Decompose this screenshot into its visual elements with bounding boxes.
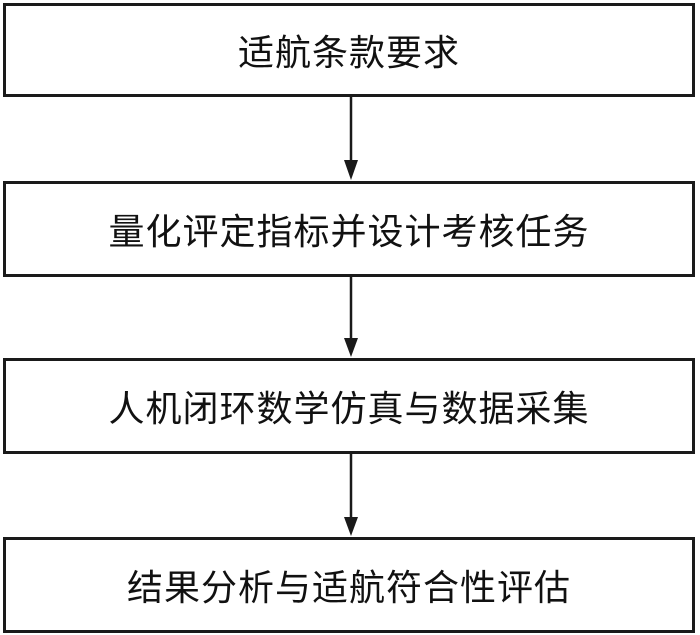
flow-step-quantify-metrics-and-design-tasks: 量化评定指标并设计考核任务 [3, 181, 695, 277]
arrow-3-to-4 [344, 454, 358, 536]
arrow-1-to-2 [344, 97, 358, 180]
flow-step-label: 结果分析与适航符合性评估 [126, 568, 571, 609]
flow-step-label: 人机闭环数学仿真与数据采集 [108, 389, 590, 430]
flow-step-airworthiness-requirements: 适航条款要求 [3, 3, 695, 97]
flow-step-result-analysis-and-compliance-evaluation: 结果分析与适航符合性评估 [3, 537, 695, 633]
flow-step-closed-loop-simulation-and-data-collection: 人机闭环数学仿真与数据采集 [3, 358, 695, 454]
arrow-2-to-3 [344, 277, 358, 357]
flow-step-label: 量化评定指标并设计考核任务 [108, 212, 590, 253]
flow-step-label: 适航条款要求 [237, 33, 460, 74]
